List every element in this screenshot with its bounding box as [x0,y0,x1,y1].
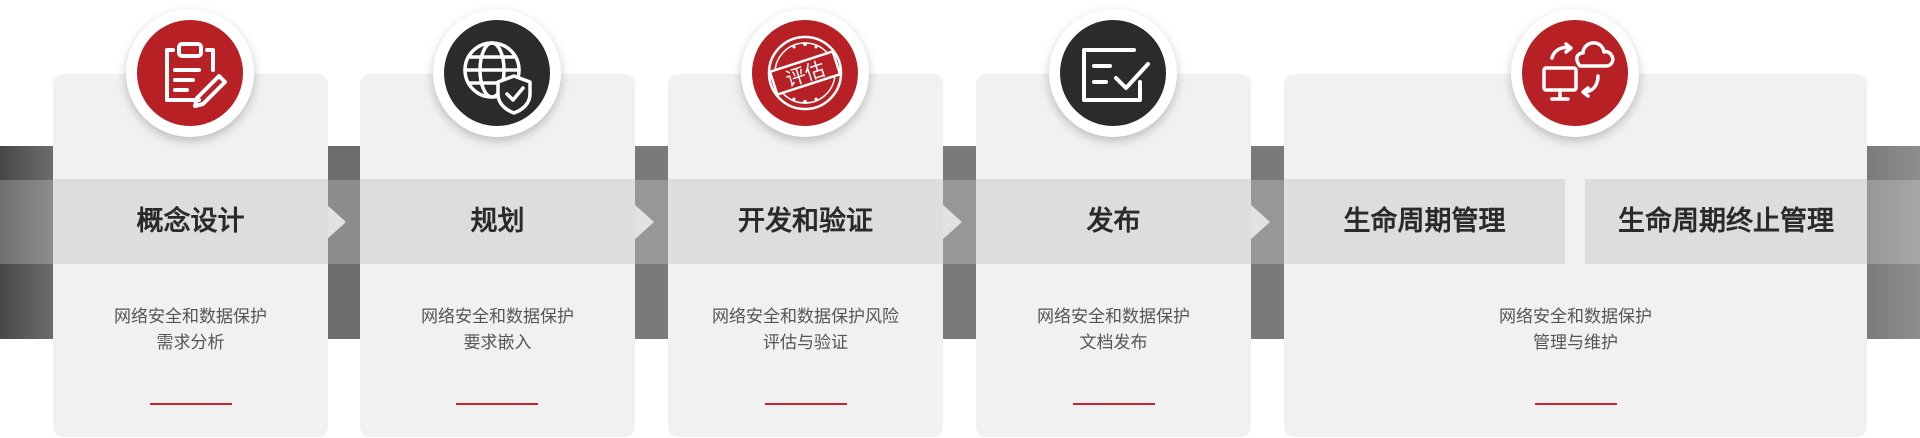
underline-accent [1535,403,1617,405]
badge-concept-design [126,9,254,137]
description-line: 评估与验证 [763,333,848,353]
title-bar [53,179,328,264]
stage-description: 网络安全和数据保护 需求分析 [53,304,328,356]
checklist-icon [1082,48,1150,102]
evaluation-stamp-icon: 评估 [767,35,843,111]
stage-title-end-of-life: 生命周期终止管理 [1618,206,1834,237]
badge-development-validation: 评估 [741,9,869,137]
stage-title-lifecycle: 生命周期管理 [1343,206,1506,237]
title-bar-end-of-life [1585,179,1867,264]
title-bar [668,179,943,264]
description-line: 文档发布 [1079,333,1148,353]
underline-accent [150,403,232,405]
underline-accent [456,403,538,405]
description-line: 管理与维护 [1533,333,1618,353]
underline-accent [1073,403,1155,405]
chevron-right-icon [1250,204,1270,240]
badge-release [1049,9,1177,137]
description-line: 网络安全和数据保护 [421,307,574,327]
connector-arrow-4 [1250,146,1284,339]
title-bar-lifecycle [1284,179,1565,264]
stage-title: 概念设计 [136,206,245,237]
description-line: 网络安全和数据保护 [1037,307,1190,327]
badge-planning [433,9,561,137]
globe-shield-icon [463,41,532,115]
chevron-right-icon [326,204,346,240]
stage-title: 规划 [470,206,525,237]
connector-arrow-3 [942,146,976,339]
title-bar [976,179,1251,264]
stage-title: 开发和验证 [738,206,873,237]
description-line: 网络安全和数据保护 [114,307,267,327]
connector-arrow-2 [634,146,668,339]
description-line: 要求嵌入 [463,333,532,353]
stage-description: 网络安全和数据保护风险 评估与验证 [668,304,943,356]
underline-accent [765,403,847,405]
chevron-right-icon [634,204,654,240]
cloud-sync-computer-icon [1542,41,1615,101]
description-line: 需求分析 [156,333,225,353]
badge-lifecycle [1511,9,1639,137]
chevron-right-icon [942,204,962,240]
description-line: 网络安全和数据保护风险 [712,307,899,327]
description-line: 网络安全和数据保护 [1499,307,1652,327]
connector-band-end [1866,146,1920,339]
connector-arrow-1 [326,146,360,339]
stage-description: 网络安全和数据保护 文档发布 [976,304,1251,356]
title-bar [360,179,635,264]
stage-title: 发布 [1086,206,1141,237]
stage-description: 网络安全和数据保护 要求嵌入 [360,304,635,356]
stamp-label: 评估 [783,56,828,91]
connector-band-start [0,146,54,339]
clipboard-edit-icon [165,42,227,108]
stage-description: 网络安全和数据保护 管理与维护 [1284,304,1867,356]
